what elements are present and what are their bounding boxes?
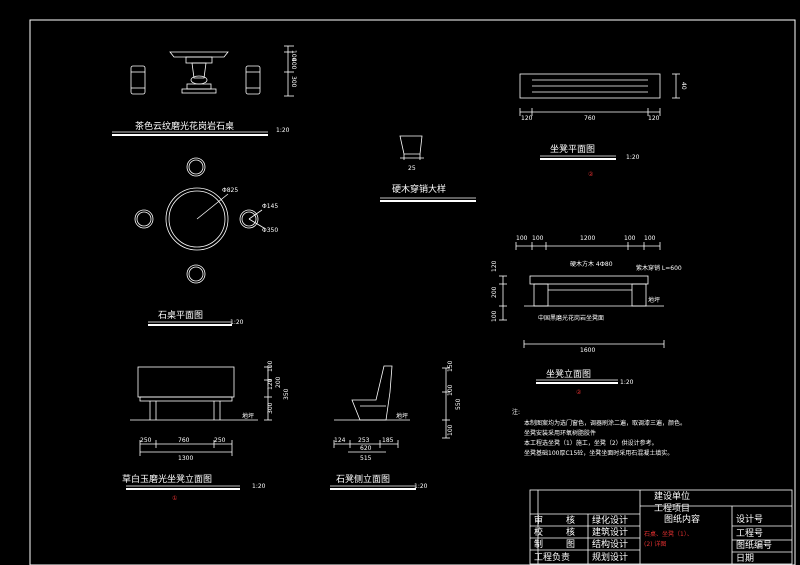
bench-elev-top-1: 100 [516,235,528,242]
grass-bench-elevation [126,366,272,490]
table-plan-dim-3: Φ350 [262,227,278,234]
bench-plan [519,73,680,160]
bench-plan-title: 坐凳平面图 [550,144,595,155]
table-elevation [112,45,294,136]
table-dim-1: 100 [290,50,297,62]
bench-elev-note-4: 地坪 [648,296,660,304]
notes-line-3: 本工程选坐凳（1）施工，坐凳（2）供设计参考。 [524,439,658,447]
table-plan-dim-2: Φ145 [262,203,278,210]
table-elevation-title: 茶色云纹磨光花岗岩石桌 [135,120,234,132]
table-plan-dim-1: Φ825 [222,187,238,194]
bench-elev-left-3: 100 [491,310,498,322]
tb-role-left-1: 审 [534,514,543,526]
grass-bench-rdim-3: 300 [267,402,274,414]
table-plan [134,157,265,326]
bench-elev-left-2: 200 [491,286,498,298]
table-dim-3: 300 [290,76,297,88]
tb-project-no: 工程号 [736,528,763,539]
tb-design-role-2: 建筑设计 [592,526,628,538]
drawing-frame [29,19,796,565]
table-plan-title: 石桌平面图 [158,309,203,321]
tb-role-right-3: 图 [566,539,575,550]
tb-date: 日期 [736,553,754,564]
tb-role-right-2: 核 [566,526,575,538]
grass-bench-ref: ① [172,495,177,502]
bench-elev-note-3: 中国黑磨光花岗岩坐凳面 [538,314,604,322]
bench-elevation-scale: 1:20 [620,379,634,386]
grass-bench-title: 草白玉磨光坐凳立面图 [122,473,212,485]
notes-line-2: 坐凳安装采用环氧树脂胶件 [524,429,596,437]
grass-bench-rdim-4: 200 [275,376,282,388]
grass-bench-dim-4: 1300 [178,455,193,462]
tb-design-role-4: 规划设计 [592,551,628,563]
stone-side-scale: 1:20 [414,483,428,490]
tenon-title: 硬木穿销大样 [392,183,446,195]
bench-elev-top-4: 100 [624,235,636,242]
tb-design-role-3: 结构设计 [592,538,628,550]
bench-elev-note-1: 硬木方木 4Ф80 [570,260,613,268]
grass-bench-rdim-1: 100 [267,360,274,372]
tb-project: 工程项目 [654,503,690,514]
title-block [529,489,793,565]
stone-side-rdim-1: 150 [447,360,454,372]
bench-plan-dim-3: 120 [648,115,660,122]
grass-bench-ground: 地坪 [242,412,254,420]
tenon-dim: 25 [408,165,416,172]
bench-elevation-ref: ② [576,389,582,396]
bench-elev-top-3: 1200 [580,235,595,242]
tb-design-no: 设计号 [736,513,763,525]
bench-elevation [499,242,665,384]
bench-elev-bottom: 1600 [580,347,595,354]
stone-side-rdim-4: 100 [447,424,454,436]
tb-unit: 建设单位 [654,490,690,502]
tb-content-line-2: (2) 详图 [644,540,666,548]
tb-role-right-1: 核 [566,514,575,526]
stone-side-title: 石凳侧立面图 [336,473,390,485]
grass-bench-dim-2: 760 [178,437,190,444]
bench-elev-top-2: 100 [532,235,544,242]
bench-elev-left-1: 120 [491,260,498,272]
bench-elev-top-5: 100 [644,235,656,242]
stone-bench-side [330,365,450,490]
tb-design-role-1: 绿化设计 [592,514,628,526]
bench-plan-dim-2: 760 [584,115,596,122]
grass-bench-rdim-5: 350 [283,388,290,400]
grass-bench-rdim-2: 120 [267,378,274,390]
stone-side-rdim-3: 550 [455,398,462,410]
stone-side-ground: 地坪 [396,412,408,420]
bench-elevation-title: 坐凳立面图 [546,368,591,380]
tb-content: 图纸内容 [664,513,700,525]
stone-side-dim-2: 253 [358,437,370,444]
stone-side-rdim-2: 100 [447,384,454,396]
table-dim-2: 400 [290,58,297,70]
grass-bench-dim-1: 250 [140,437,152,444]
grass-bench-scale: 1:20 [252,483,266,490]
grass-bench-dim-3: 250 [214,437,226,444]
notes-heading: 注: [512,408,520,416]
bench-plan-dim-1: 120 [521,115,533,122]
stone-side-dim-5: 515 [360,455,372,462]
bench-elev-note-2: 紫木穿销 L=600 [636,264,682,272]
tenon-detail [380,135,476,202]
tb-role-left-4: 工程负责 [534,551,570,563]
bench-plan-ref: ② [588,171,594,178]
stone-side-dim-3: 185 [382,437,394,444]
table-elevation-scale: 1:20 [276,127,290,134]
tb-drawing-no: 图纸编号 [736,539,772,551]
notes-line-4: 坐凳基础100厚C15砼，坐凳坐面时采用石混凝土填实。 [524,449,673,457]
tb-role-left-3: 制 [534,538,543,550]
bench-plan-dim-4: 40 [680,82,687,90]
stone-side-dim-1: 124 [334,437,346,444]
tb-role-left-2: 校 [534,526,543,538]
table-plan-scale: 1:20 [230,319,244,326]
stone-side-dim-4: 620 [360,445,372,452]
bench-plan-scale: 1:20 [626,154,640,161]
notes-line-1: 本制图案均为选门窗色，调器刷涂二遍，取调漆三遍，颜色。 [524,419,686,427]
tb-content-line-1: 石桌、坐凳（1）、 [644,530,693,538]
